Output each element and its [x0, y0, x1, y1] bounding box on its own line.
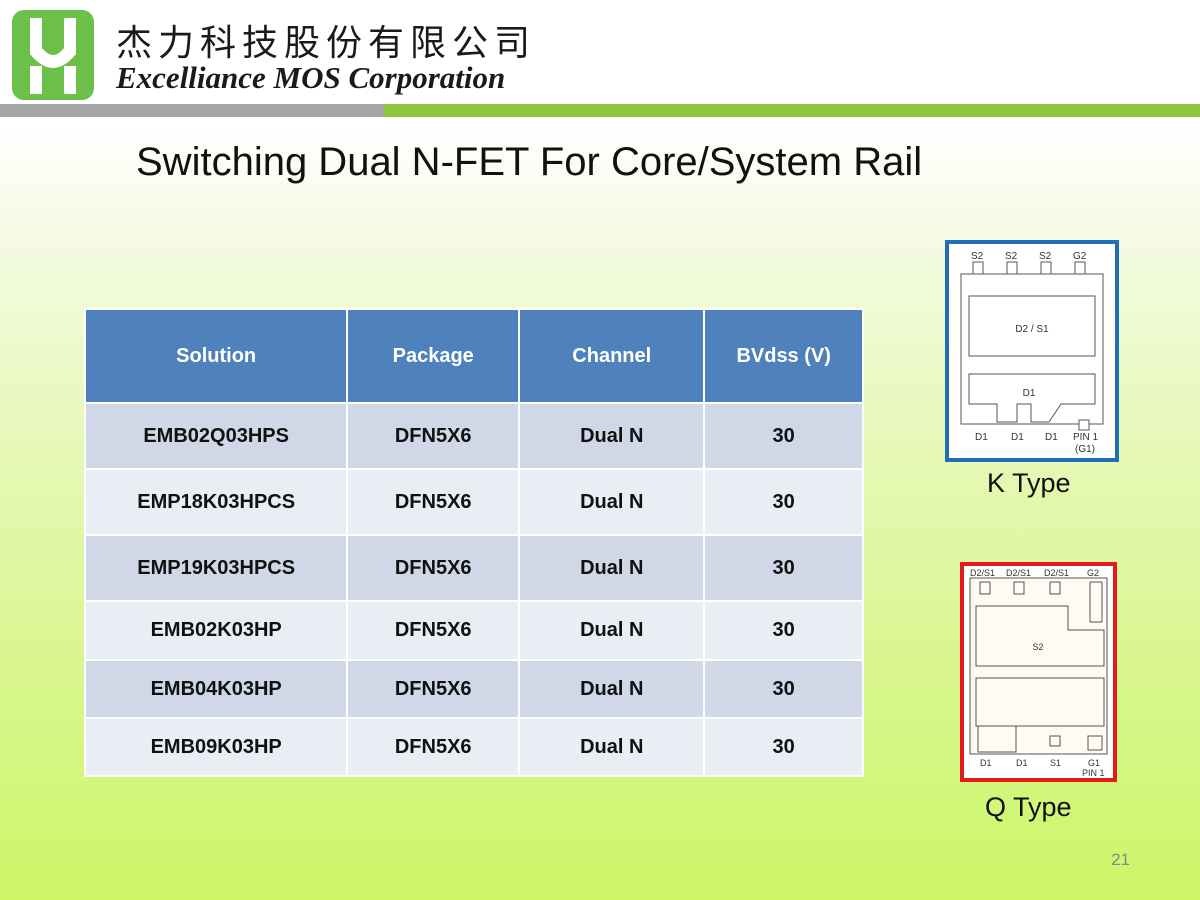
cell-bvdss: 30: [703, 659, 864, 719]
cell-bvdss: 30: [703, 468, 864, 536]
q-top-pin-label: D2/S1: [1044, 568, 1069, 578]
table-row: EMP19K03HPCS DFN5X6 Dual N 30: [83, 534, 864, 602]
product-table: Solution Package Channel BVdss (V) EMB02…: [83, 308, 864, 777]
q-bottom-pin-label: D1: [980, 758, 992, 768]
k-type-pinout-diagram: S2 S2 S2 G2 D2 / S1 D1 D1 D1 D1 PIN 1 (G…: [960, 251, 1104, 455]
k-top-pin-label: G2: [1073, 251, 1087, 262]
k-bottom-pin-label: D1: [1011, 432, 1024, 443]
q-bottom-pin-label: S1: [1050, 758, 1061, 768]
k-bottom-pin-label: PIN 1: [1073, 432, 1098, 443]
cell-package: DFN5X6: [346, 659, 521, 719]
header: 杰力科技股份有限公司 Excelliance MOS Corporation: [0, 0, 1200, 118]
table-row: EMB04K03HP DFN5X6 Dual N 30: [83, 659, 864, 719]
k-top-pin-label: S2: [971, 251, 984, 262]
column-header-solution: Solution: [83, 308, 349, 404]
cell-channel: Dual N: [518, 717, 706, 777]
k-type-package-diagram: S2 S2 S2 G2 D2 / S1 D1 D1 D1 D1 PIN 1 (G…: [945, 240, 1119, 462]
k-pad-upper-label: D2 / S1: [1015, 324, 1049, 335]
cell-channel: Dual N: [518, 534, 706, 602]
cell-solution: EMB04K03HP: [83, 659, 349, 719]
cell-solution: EMB02K03HP: [83, 600, 349, 661]
q-pin1-note: PIN 1: [1082, 768, 1105, 778]
header-divider-green: [384, 104, 1200, 117]
cell-solution: EMP19K03HPCS: [83, 534, 349, 602]
excelliance-logo-icon: [12, 10, 94, 100]
cell-solution: EMP18K03HPCS: [83, 468, 349, 536]
cell-bvdss: 30: [703, 600, 864, 661]
cell-channel: Dual N: [518, 402, 706, 470]
q-bottom-pin-label: D1: [1016, 758, 1028, 768]
cell-bvdss: 30: [703, 534, 864, 602]
k-bottom-pin-label: D1: [975, 432, 988, 443]
cell-package: DFN5X6: [346, 534, 521, 602]
cell-package: DFN5X6: [346, 468, 521, 536]
cell-bvdss: 30: [703, 402, 864, 470]
cell-solution: EMB09K03HP: [83, 717, 349, 777]
cell-package: DFN5X6: [346, 600, 521, 661]
table-row: EMB09K03HP DFN5X6 Dual N 30: [83, 717, 864, 777]
cell-channel: Dual N: [518, 600, 706, 661]
q-type-label: Q Type: [985, 792, 1072, 822]
company-name-english: Excelliance MOS Corporation: [116, 60, 506, 95]
column-header-package: Package: [346, 308, 521, 404]
k-top-pin-label: S2: [1005, 251, 1018, 262]
table-row: EMB02Q03HPS DFN5X6 Dual N 30: [83, 402, 864, 470]
table-row: EMP18K03HPCS DFN5X6 Dual N 30: [83, 468, 864, 536]
company-name-chinese: 杰力科技股份有限公司: [116, 23, 537, 64]
column-header-bvdss: BVdss (V): [703, 308, 864, 404]
k-pad-lower-label: D1: [1023, 388, 1036, 399]
q-top-pin-label: D2/S1: [1006, 568, 1031, 578]
q-bottom-pin-label: G1: [1088, 758, 1100, 768]
slide-title: Switching Dual N-FET For Core/System Rai…: [136, 140, 923, 184]
table-row: EMB02K03HP DFN5X6 Dual N 30: [83, 600, 864, 661]
cell-channel: Dual N: [518, 468, 706, 536]
q-type-pinout-diagram: D2/S1 D2/S1 D2/S1 G2 S2 D1 D1 S1 G1 PIN …: [969, 568, 1108, 778]
q-type-package-diagram: D2/S1 D2/S1 D2/S1 G2 S2 D1 D1 S1 G1 PIN …: [960, 562, 1117, 782]
k-pin1-note: (G1): [1075, 444, 1095, 455]
cell-channel: Dual N: [518, 659, 706, 719]
cell-package: DFN5X6: [346, 717, 521, 777]
q-top-pin-label: D2/S1: [970, 568, 995, 578]
cell-solution: EMB02Q03HPS: [83, 402, 349, 470]
page-number: 21: [1111, 850, 1130, 869]
q-pad-main-label: S2: [1032, 642, 1043, 652]
cell-bvdss: 30: [703, 717, 864, 777]
k-top-pin-label: S2: [1039, 251, 1052, 262]
k-bottom-pin-label: D1: [1045, 432, 1058, 443]
column-header-channel: Channel: [518, 308, 706, 404]
q-top-pin-label: G2: [1087, 568, 1099, 578]
table-header-row: Solution Package Channel BVdss (V): [83, 308, 864, 404]
cell-package: DFN5X6: [346, 402, 521, 470]
k-type-label: K Type: [987, 468, 1071, 498]
header-divider-grey: [0, 104, 384, 117]
